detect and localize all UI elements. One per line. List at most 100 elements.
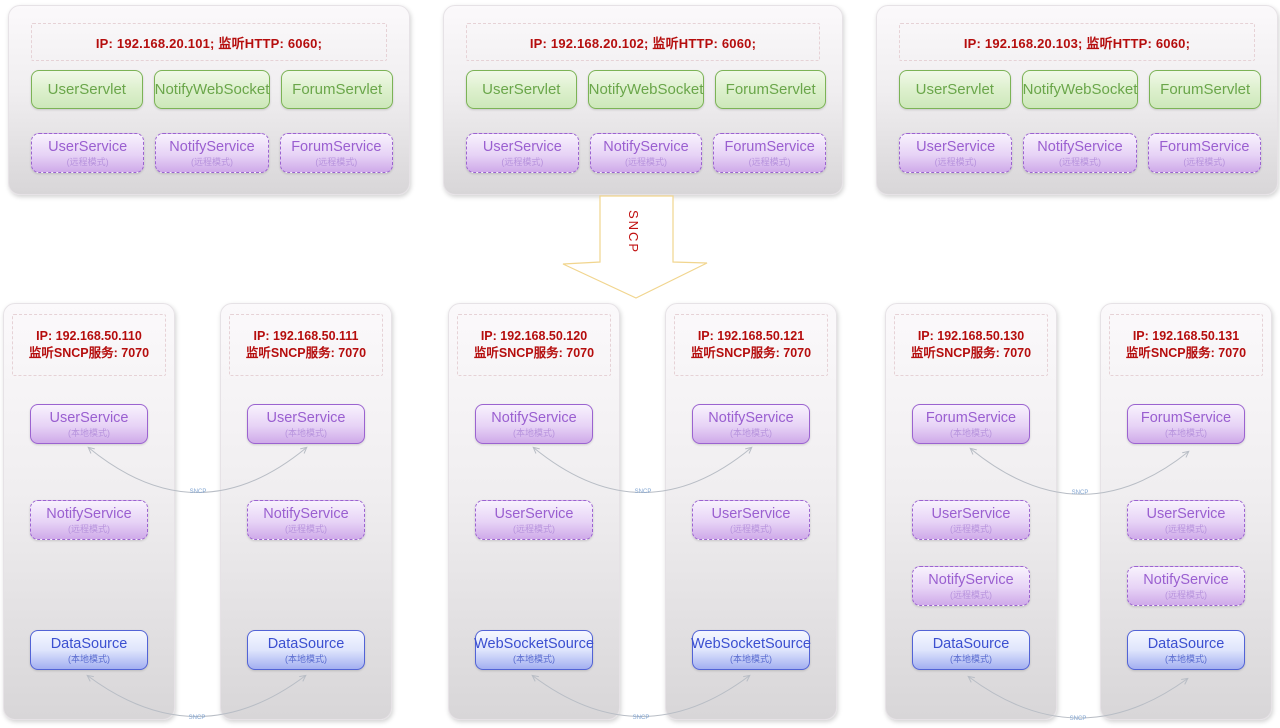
ip-text-line2: 监听SNCP服务: 7070 [28,346,150,360]
service-name: ForumService [724,138,815,155]
source-box-datasource: DataSource (本地模式) [1127,630,1245,670]
service-mode: (远程模式) [285,523,327,534]
sncp-server-node-130: IP: 192.168.50.130 监听SNCP服务: 7070 ForumS… [885,303,1057,720]
servlet-box-forumservlet: ForumServlet [715,70,826,109]
service-name: UserService [48,138,128,155]
service-mode: (远程模式) [1183,156,1226,167]
service-box-forumservice-local: ForumService (本地模式) [1127,404,1245,444]
ip-text: IP: 192.168.20.103; 监听HTTP: 6060; [963,35,1191,51]
source-name: WebSocketSource [691,635,811,652]
service-mode: (远程模式) [68,523,110,534]
ip-banner: IP: 192.168.20.101; 监听HTTP: 6060; [31,23,387,61]
servlet-row: UserServlet NotifyWebSocket ForumServlet [31,70,393,109]
service-box-notifyservice-remote: NotifyService (远程模式) [1127,566,1245,606]
service-mode: (远程模式) [950,589,992,600]
source-mode: (本地模式) [68,653,110,664]
service-box-userservice-remote: UserService (远程模式) [912,500,1030,540]
servlet-label: ForumServlet [1160,81,1251,98]
service-name: ForumService [1140,409,1232,426]
source-name: DataSource [932,635,1010,652]
http-server-node-102: IP: 192.168.20.102; 监听HTTP: 6060; UserSe… [443,5,843,195]
sncp-connector-label: SNCP [1070,716,1087,722]
ip-text-line2: 监听SNCP服务: 7070 [910,346,1032,360]
ip-text-line2: 监听SNCP服务: 7070 [473,346,595,360]
service-row: UserService (远程模式) NotifyService (远程模式) … [899,133,1261,173]
service-box-notifyservice-remote: NotifyService (远程模式) [912,566,1030,606]
service-row: UserService (远程模式) NotifyService (远程模式) … [466,133,827,173]
service-name: UserService [1146,505,1226,522]
ip-text-line1: IP: 192.168.50.110 [36,329,142,343]
service-box-userservice-remote: UserService (远程模式) [1127,500,1245,540]
service-mode: (远程模式) [730,523,772,534]
service-mode: (本地模式) [513,427,555,438]
service-box-forumservice-local: ForumService (本地模式) [912,404,1030,444]
service-box-userservice-local: UserService (本地模式) [247,404,365,444]
servlet-label: NotifyWebSocket [588,81,704,98]
servlet-box-forumservlet: ForumServlet [281,70,393,109]
sncp-connector-label: SNCP [189,715,206,721]
service-name: UserService [49,409,129,426]
source-mode: (本地模式) [1165,653,1207,664]
service-box-notifyservice-remote: NotifyService (远程模式) [30,500,148,540]
servlet-label: UserServlet [482,81,561,98]
service-name: NotifyService [169,138,255,155]
service-box-userservice-remote: UserService (远程模式) [692,500,810,540]
ip-banner: IP: 192.168.50.120 监听SNCP服务: 7070 [457,314,611,376]
source-mode: (本地模式) [285,653,327,664]
servlet-row: UserServlet NotifyWebSocket ForumServlet [466,70,826,109]
service-name: UserService [711,505,791,522]
service-mode: (远程模式) [1058,156,1101,167]
service-box-notifyservice: NotifyService (远程模式) [1023,133,1137,173]
http-server-node-101: IP: 192.168.20.101; 监听HTTP: 6060; UserSe… [8,5,410,195]
ip-banner: IP: 192.168.20.103; 监听HTTP: 6060; [899,23,1255,61]
source-box-datasource: DataSource (本地模式) [30,630,148,670]
servlet-label: ForumServlet [292,81,383,98]
service-mode: (远程模式) [513,523,555,534]
service-row: UserService (远程模式) NotifyService (远程模式) … [31,133,393,173]
source-name: DataSource [1147,635,1225,652]
ip-text: IP: 192.168.20.101; 监听HTTP: 6060; [95,35,323,51]
service-box-userservice: UserService (远程模式) [899,133,1013,173]
ip-text-line2: 监听SNCP服务: 7070 [1125,346,1247,360]
source-box-websocketsource: WebSocketSource (本地模式) [474,630,594,670]
service-name: NotifyService [1037,138,1123,155]
sncp-connector-label: SNCP [633,715,650,721]
service-mode: (本地模式) [285,427,327,438]
service-mode: (远程模式) [315,156,358,167]
ip-text-line1: IP: 192.168.50.120 [480,329,588,343]
sncp-connector-label: SNCP [1072,490,1089,496]
ip-text-line2: 监听SNCP服务: 7070 [245,346,367,360]
sncp-server-node-131: IP: 192.168.50.131 监听SNCP服务: 7070 ForumS… [1100,303,1272,720]
service-box-userservice-local: UserService (本地模式) [30,404,148,444]
service-box-forumservice: ForumService (远程模式) [1147,133,1261,173]
source-box-datasource: DataSource (本地模式) [912,630,1030,670]
service-box-userservice-remote: UserService (远程模式) [475,500,593,540]
ip-text: IP: 192.168.20.102; 监听HTTP: 6060; [529,35,757,51]
service-name: NotifyService [708,409,794,426]
service-mode: (远程模式) [66,156,109,167]
service-mode: (本地模式) [68,427,110,438]
sncp-server-node-110: IP: 192.168.50.110 监听SNCP服务: 7070 UserSe… [3,303,175,720]
servlet-label: UserServlet [915,81,994,98]
servlet-box-notifywebsocket: NotifyWebSocket [153,70,271,109]
service-mode: (本地模式) [730,427,772,438]
ip-text-line1: IP: 192.168.50.130 [917,329,1025,343]
service-mode: (远程模式) [1165,523,1207,534]
service-box-userservice: UserService (远程模式) [466,133,579,173]
service-mode: (远程模式) [625,156,667,167]
sncp-flow-arrow-icon [562,195,708,299]
source-mode: (本地模式) [513,653,555,664]
ip-text-line2: 监听SNCP服务: 7070 [690,346,812,360]
service-box-userservice: UserService (远程模式) [31,133,145,173]
servlet-label: NotifyWebSocket [1022,81,1138,98]
source-name: DataSource [267,635,345,652]
http-server-node-103: IP: 192.168.20.103; 监听HTTP: 6060; UserSe… [876,5,1278,195]
service-box-notifyservice: NotifyService (远程模式) [589,133,703,173]
source-box-websocketsource: WebSocketSource (本地模式) [691,630,811,670]
servlet-box-userservlet: UserServlet [899,70,1011,109]
service-box-notifyservice-remote: NotifyService (远程模式) [247,500,365,540]
ip-banner: IP: 192.168.50.111 监听SNCP服务: 7070 [229,314,383,376]
sncp-server-node-120: IP: 192.168.50.120 监听SNCP服务: 7070 Notify… [448,303,620,720]
service-box-forumservice: ForumService (远程模式) [713,133,827,173]
sncp-connector-label: SNCP [635,489,652,495]
